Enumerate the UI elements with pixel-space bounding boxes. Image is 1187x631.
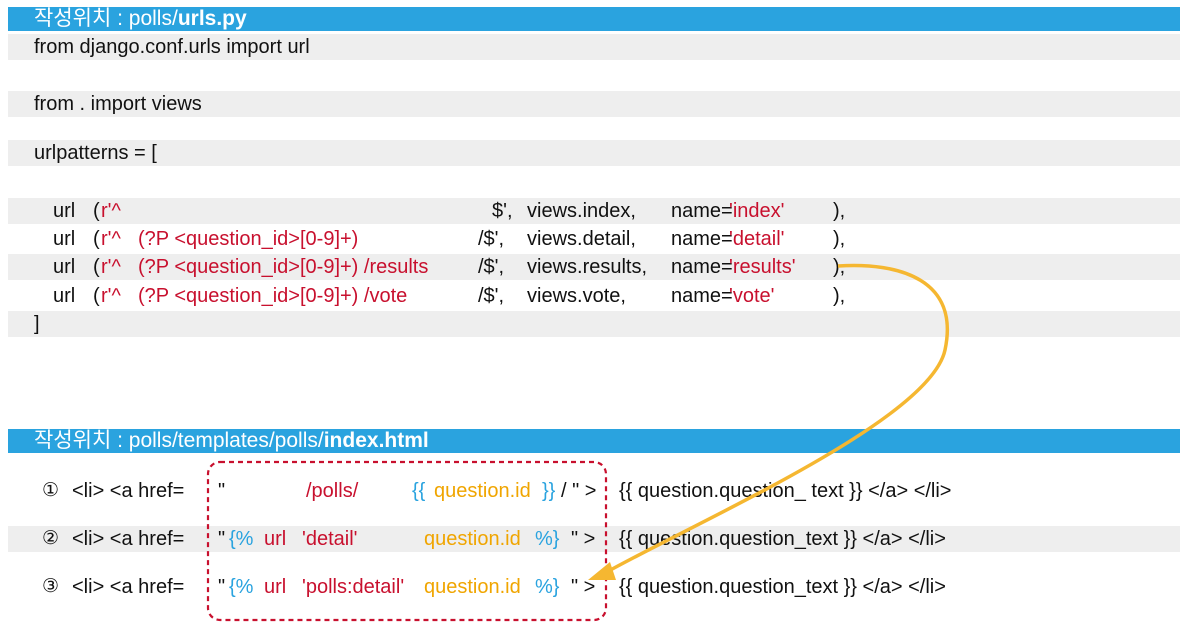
url-row-index: url ( r'^ $', views.index, name= 'index'… — [8, 198, 1180, 224]
code-line-import-views: from . import views — [8, 91, 1180, 117]
circled-number: ① — [42, 480, 60, 501]
section-header-urls: 작성위치 : polls/urls.py — [8, 7, 1180, 31]
circled-number: ② — [42, 528, 60, 549]
code-line-urlpatterns: urlpatterns = [ — [8, 140, 1180, 166]
header-file-name: index.html — [323, 429, 429, 452]
code-line-close-bracket: ] — [8, 311, 1180, 337]
template-row-3: ③ <li> <a href= " {% url 'polls:detail' … — [42, 576, 946, 598]
template-row-2: ② <li> <a href= " {% url 'detail' questi… — [8, 526, 1180, 552]
url-row-results: url ( r'^ (?P <question_id>[0-9]+) /resu… — [8, 254, 1180, 280]
code-line-import-url: from django.conf.urls import url — [8, 34, 1180, 60]
template-row-1: ① <li> <a href= " /polls/ {{ question.id… — [42, 480, 952, 502]
url-row-detail: url ( r'^ (?P <question_id>[0-9]+) /$', … — [53, 228, 846, 250]
header-location-prefix: 작성위치 : polls/templates/polls/ — [34, 429, 324, 452]
section-header-index-html: 작성위치 : polls/templates/polls/index.html — [8, 429, 1180, 453]
header-location-prefix: 작성위치 : polls/ — [34, 7, 178, 30]
circled-number: ③ — [42, 576, 60, 597]
header-file-name: urls.py — [177, 7, 247, 30]
url-row-vote: url ( r'^ (?P <question_id>[0-9]+) /vote… — [53, 285, 846, 307]
